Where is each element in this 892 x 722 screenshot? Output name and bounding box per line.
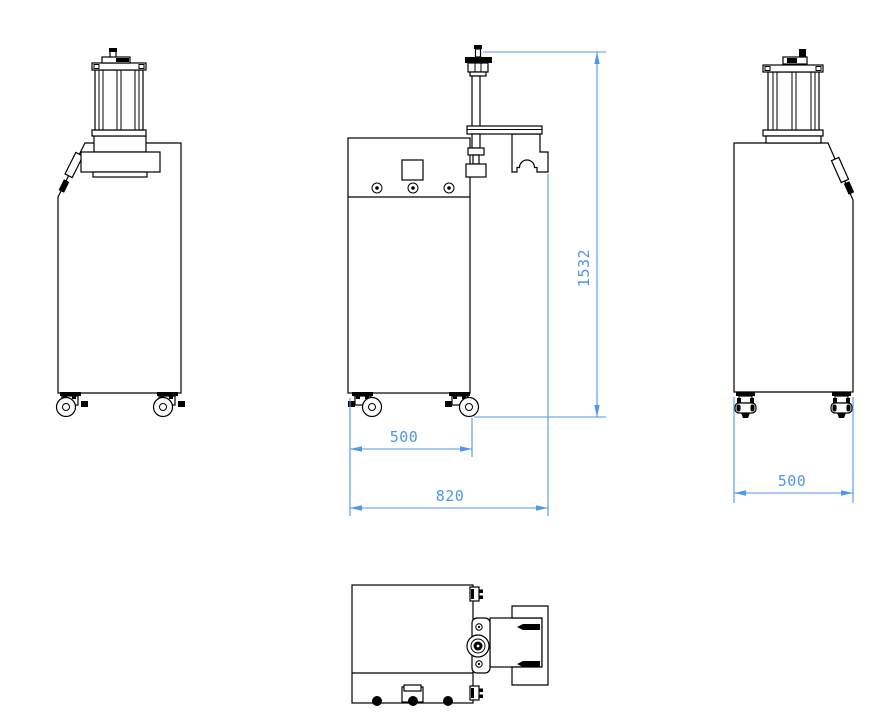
- side-bolt: [469, 586, 483, 602]
- caster-wheel: [55, 392, 88, 418]
- notched-bracket: [511, 133, 549, 173]
- dimension-label: 1532: [575, 249, 593, 287]
- dimension-front-500: 500: [349, 398, 473, 516]
- air-cylinder: [762, 64, 824, 144]
- display-window-top: [401, 684, 424, 703]
- footprint-outline: [351, 584, 474, 704]
- dimension-820: 820: [350, 174, 549, 516]
- caster-wheel: [152, 392, 185, 418]
- dimension-label: 500: [390, 428, 419, 446]
- panel-button-top: [408, 696, 418, 706]
- slot-arrow: [517, 661, 540, 667]
- slope-handle: [830, 156, 855, 195]
- machine-body-outline: [733, 142, 854, 393]
- front-view: 500 820 1532: [347, 45, 606, 516]
- slot-arrow: [517, 624, 540, 630]
- panel-button: [371, 182, 383, 194]
- caster-wheel: [734, 392, 757, 418]
- display-window: [401, 159, 424, 181]
- panel-button: [443, 182, 455, 194]
- clamp-bracket: [511, 605, 549, 686]
- collar-plate: [80, 151, 161, 173]
- rod-foot-block: [465, 163, 487, 178]
- dimension-label: 500: [778, 472, 807, 490]
- dimension-label: 820: [436, 487, 465, 505]
- panel-button: [407, 182, 419, 194]
- cylinder-top-handle: [101, 48, 131, 64]
- top-view: [351, 584, 549, 706]
- left-side-view: [55, 48, 185, 418]
- cylinder-mount-block: [93, 135, 147, 153]
- cylinder-top-handle: [782, 49, 808, 65]
- hand-knob: [466, 634, 490, 658]
- dimension-1532: 1532: [474, 51, 606, 418]
- right-side-view: 500: [733, 49, 855, 503]
- machine-body-outline: [57, 142, 182, 394]
- air-cylinder: [91, 62, 147, 137]
- collar-subplate: [92, 171, 148, 178]
- panel-button-top: [443, 696, 453, 706]
- press-rod-assembly: [465, 45, 543, 178]
- slope-handle: [58, 151, 84, 193]
- caster-wheel: [348, 392, 383, 418]
- dimension-side-500: 500: [733, 397, 854, 503]
- panel-button-top: [372, 696, 382, 706]
- side-bolt: [469, 685, 483, 701]
- caster-wheel: [445, 392, 480, 418]
- caster-wheel: [830, 392, 853, 418]
